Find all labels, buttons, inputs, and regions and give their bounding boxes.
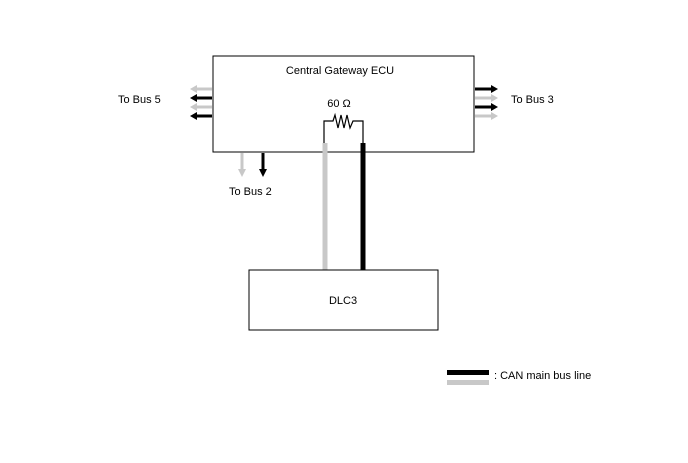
legend-main-label: : CAN main bus line	[494, 370, 591, 382]
bus2-label: To Bus 2	[229, 186, 272, 198]
gateway-ecu-label: Central Gateway ECU	[286, 65, 394, 77]
gateway-ecu-box	[212, 55, 475, 153]
legend-secondary-swatch	[447, 380, 489, 385]
bus5-label: To Bus 5	[118, 94, 161, 106]
resistor-symbol	[323, 112, 364, 143]
dlc3-box	[248, 269, 439, 331]
dlc3-label: DLC3	[329, 295, 357, 307]
resistor-label: 60 Ω	[327, 98, 351, 110]
bus2-arrows	[238, 153, 267, 177]
legend: : CAN main bus line	[447, 370, 591, 385]
bus5-arrows	[190, 85, 212, 120]
bus3-label: To Bus 3	[511, 94, 554, 106]
legend-main-swatch	[447, 370, 489, 375]
bus3-arrows	[475, 85, 498, 120]
